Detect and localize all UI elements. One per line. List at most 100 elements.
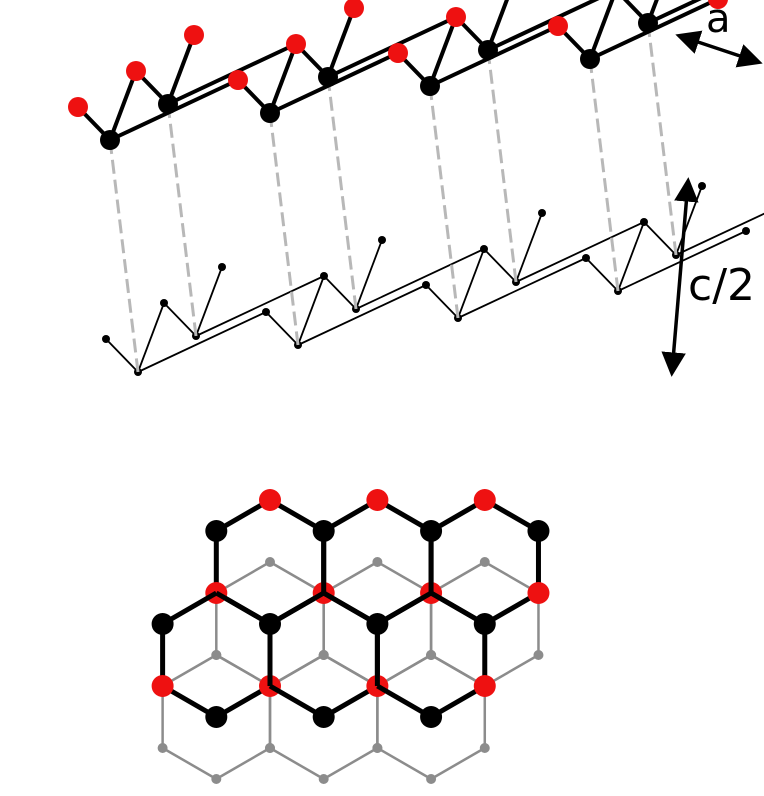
- lower-atom: [262, 308, 270, 316]
- upper-bond: [647, 0, 702, 25]
- lower-atom: [698, 182, 706, 190]
- top-atom-a: [473, 675, 496, 697]
- upper-atom-b: [580, 49, 600, 69]
- projected-atom: [533, 650, 544, 660]
- top-atom-a: [527, 582, 550, 604]
- interlayer-spacing-label: c/2: [688, 260, 755, 311]
- lower-atom: [480, 245, 488, 253]
- lower-atom: [422, 281, 430, 289]
- upper-bond: [322, 590, 379, 627]
- lower-bond: [675, 212, 764, 256]
- lower-atom: [102, 335, 110, 343]
- lower-bond: [355, 239, 383, 310]
- projected-atom: [479, 557, 490, 567]
- lower-bond: [137, 302, 165, 373]
- connector-line: [268, 112, 300, 346]
- lower-bond: [515, 212, 543, 283]
- upper-bond: [428, 16, 458, 87]
- upper-atom-a: [548, 16, 568, 36]
- lower-bond: [457, 248, 485, 319]
- upper-bond: [486, 0, 509, 51]
- lower-bond: [297, 275, 325, 346]
- lower-bond: [425, 284, 459, 319]
- lower-bond: [585, 257, 619, 292]
- projected-atom: [479, 743, 490, 753]
- projected-upper-lattice: [151, 489, 550, 728]
- lower-bond: [515, 221, 645, 283]
- lower-bond: [483, 248, 517, 283]
- top-atom-a: [473, 489, 496, 511]
- top-atom-b: [151, 613, 174, 635]
- top-view-stacking-diagram: [151, 489, 550, 784]
- projected-atom: [372, 743, 383, 753]
- upper-atom-b: [158, 94, 178, 114]
- lower-bond: [457, 257, 587, 319]
- upper-bond: [215, 590, 272, 627]
- top-atom-b: [205, 706, 228, 728]
- upper-atom-b: [260, 103, 280, 123]
- upper-atom-a: [446, 7, 466, 27]
- lattice-constant-label: a: [706, 0, 731, 42]
- lattice-constant-arrow: [675, 30, 763, 68]
- lower-bond: [617, 221, 645, 292]
- upper-atom-b: [638, 13, 658, 33]
- lower-atom: [378, 236, 386, 244]
- projected-atom: [372, 557, 383, 567]
- upper-atom-b: [420, 76, 440, 96]
- top-atom-b: [527, 520, 550, 542]
- upper-bond: [588, 0, 615, 60]
- lower-bond: [297, 284, 427, 346]
- upper-bond: [376, 590, 433, 627]
- projected-atom: [318, 650, 329, 660]
- projected-atom: [426, 774, 437, 784]
- connector-line: [428, 85, 460, 319]
- connector-line: [646, 22, 678, 256]
- lower-atom: [160, 299, 168, 307]
- upper-atom-a: [228, 70, 248, 90]
- upper-bond: [108, 70, 138, 141]
- upper-atom-a: [388, 43, 408, 63]
- upper-atom-a: [184, 25, 204, 45]
- lower-bond: [163, 302, 197, 337]
- interlayer-spacing-arrow: [661, 177, 699, 377]
- lower-graphene-layer: [102, 182, 764, 376]
- projected-bond: [215, 746, 271, 781]
- lower-atom: [742, 227, 750, 235]
- upper-atom-b: [318, 67, 338, 87]
- top-atom-a: [259, 489, 281, 511]
- upper-atom-a: [344, 0, 364, 18]
- upper-bond: [166, 34, 196, 105]
- upper-bond: [268, 590, 325, 627]
- projected-atom: [157, 743, 168, 753]
- projected-atom: [211, 774, 222, 784]
- upper-graphene-layer: [68, 0, 728, 150]
- connector-line: [326, 76, 358, 310]
- top-atom-b: [205, 520, 228, 542]
- connector-line: [108, 139, 140, 373]
- connector-line: [588, 58, 620, 292]
- projected-atom: [318, 774, 329, 784]
- lower-bond: [355, 248, 485, 310]
- lower-atom: [640, 218, 648, 226]
- upper-atom-a: [286, 34, 306, 54]
- lower-atom: [320, 272, 328, 280]
- upper-atom-b: [100, 130, 120, 150]
- upper-atom-a: [708, 0, 728, 9]
- lower-atom: [582, 254, 590, 262]
- upper-bond: [268, 43, 298, 114]
- top-atom-a: [151, 675, 174, 697]
- upper-atom-b: [478, 40, 498, 60]
- lower-bond: [195, 275, 325, 337]
- projected-bond: [430, 746, 486, 781]
- lower-bond: [105, 338, 139, 373]
- projected-bond: [376, 746, 432, 781]
- top-atom-b: [420, 706, 443, 728]
- projected-atom: [265, 743, 275, 753]
- lower-bond: [195, 266, 223, 337]
- connector-line: [486, 49, 518, 283]
- lower-bond: [265, 311, 299, 346]
- projected-bond: [323, 746, 379, 781]
- interlayer-connectors: [108, 22, 678, 373]
- lower-bond: [323, 275, 357, 310]
